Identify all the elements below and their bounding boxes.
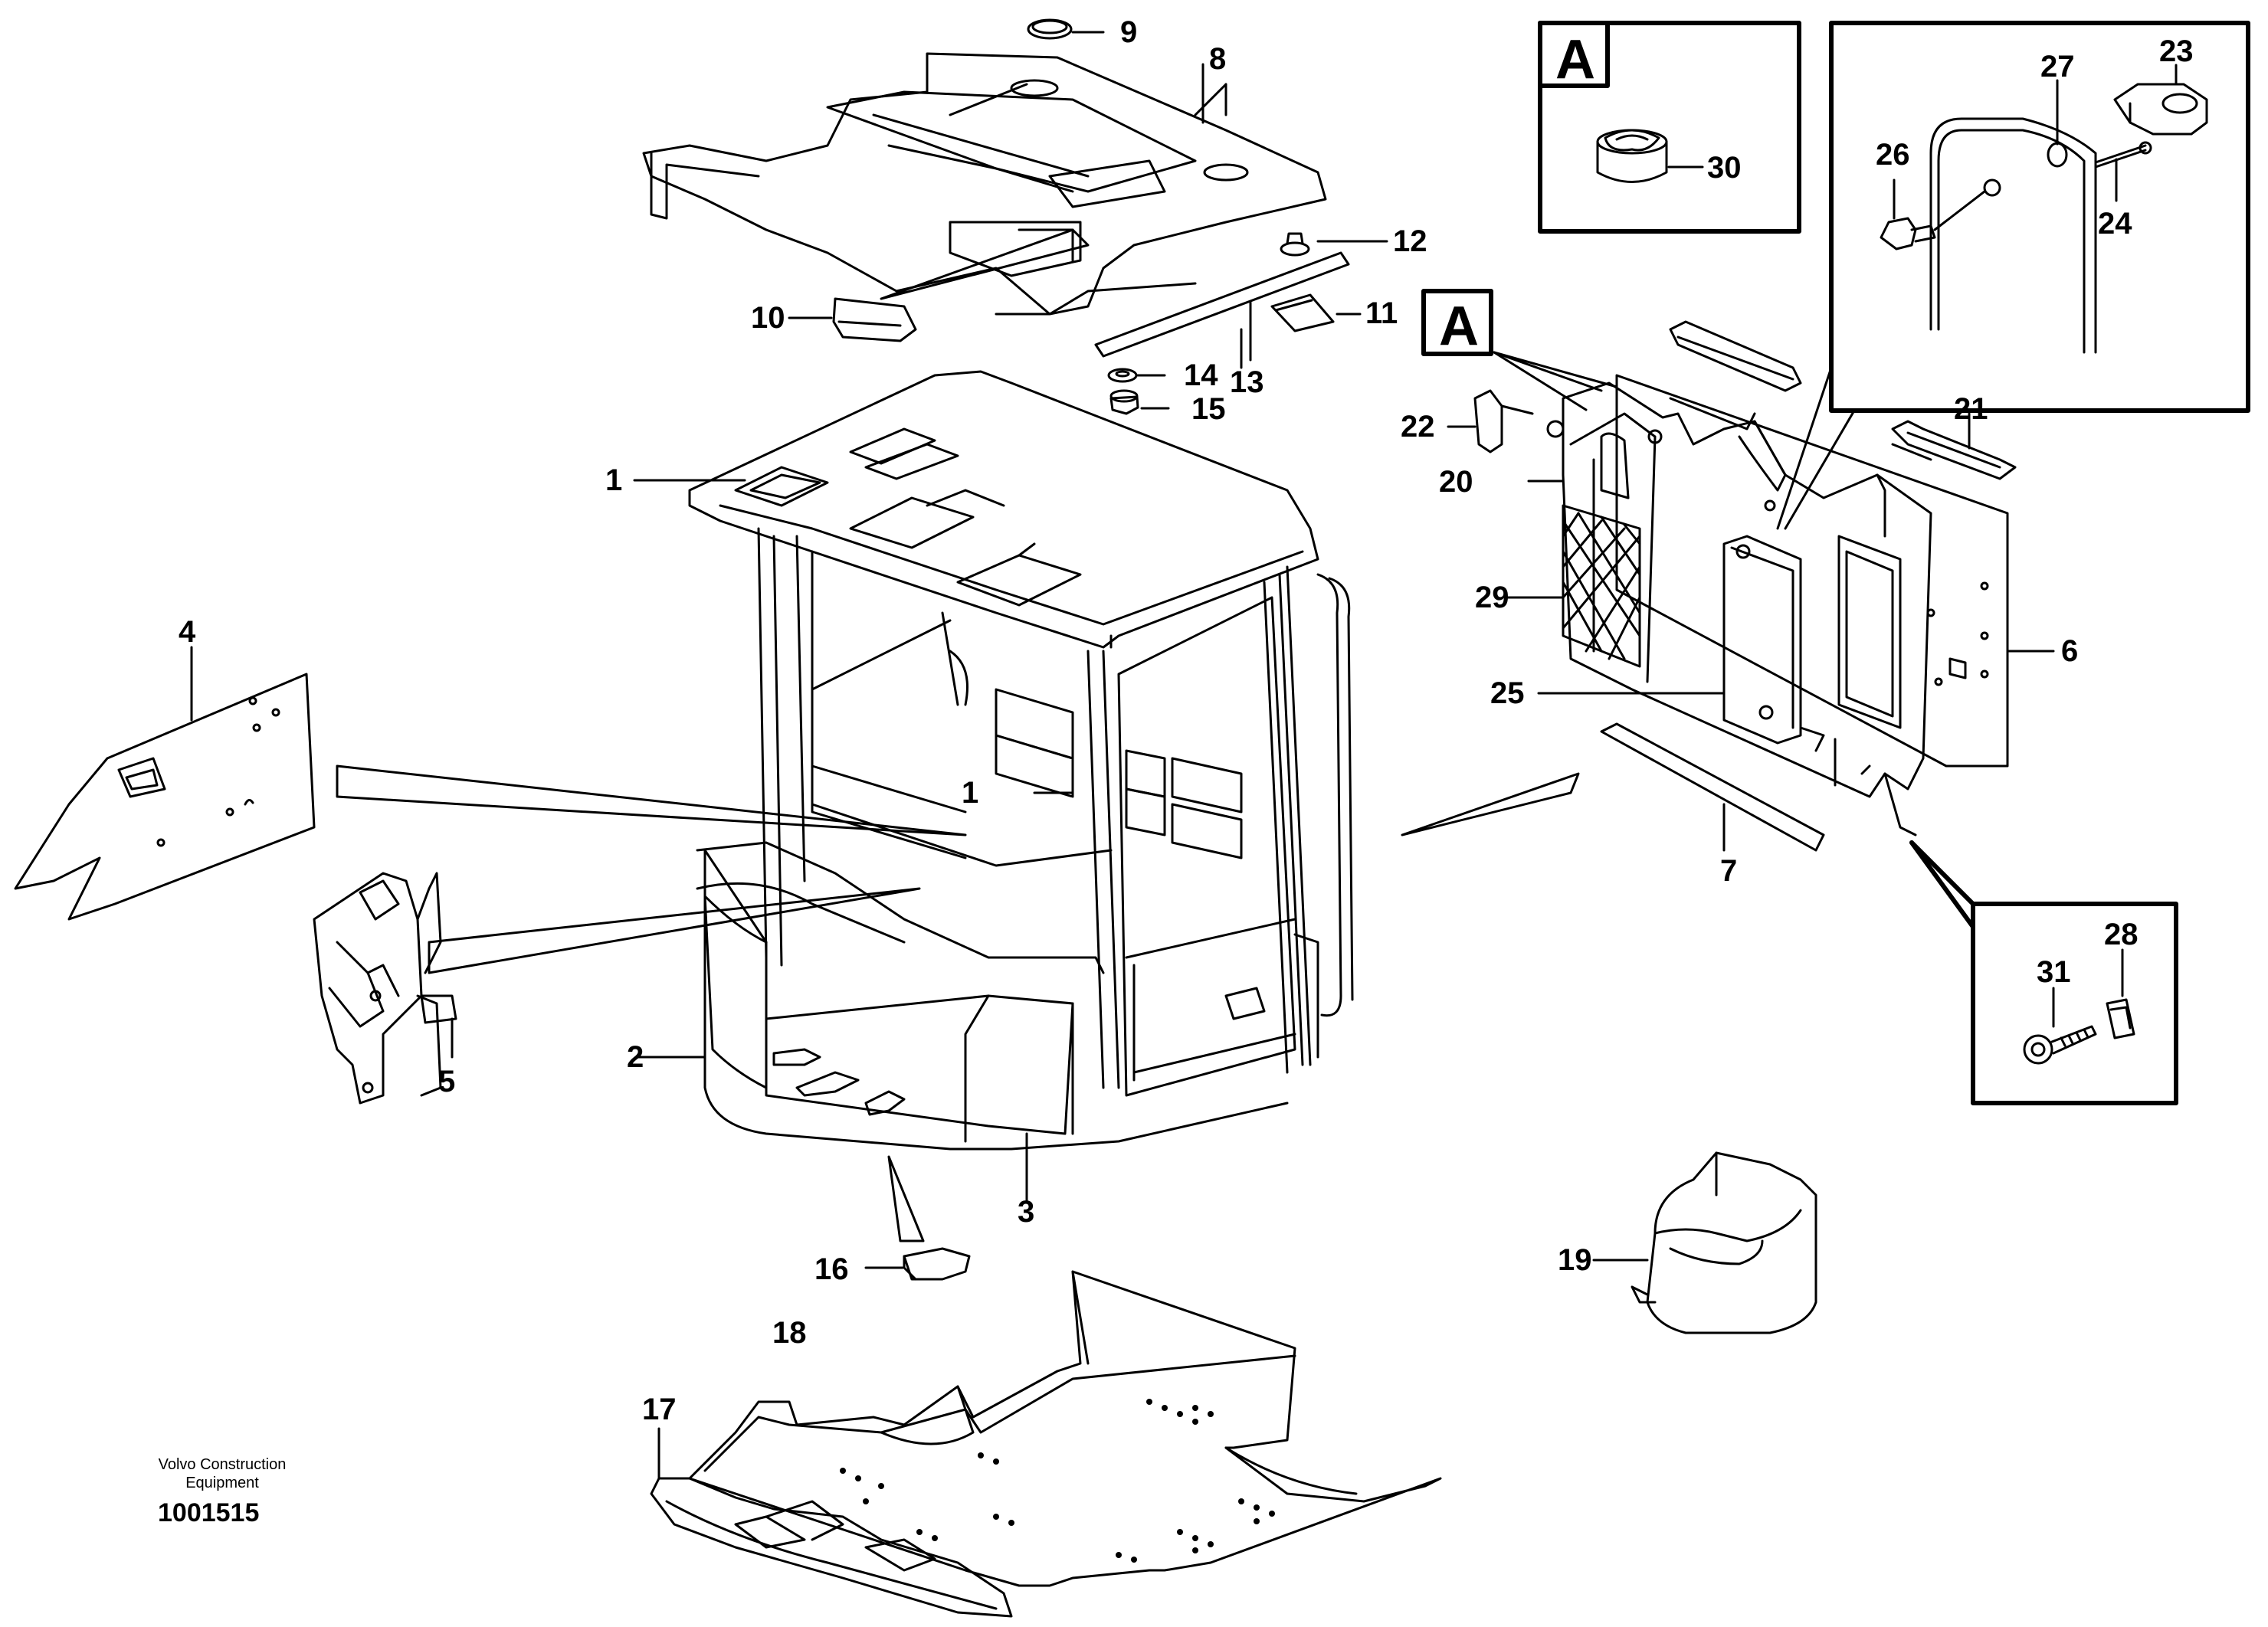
part-14-washer <box>1107 368 1166 383</box>
part-15-nut <box>1109 389 1170 415</box>
document-number: 1001515 <box>158 1498 260 1527</box>
part-9-cap <box>1027 18 1105 40</box>
pointer-wedge-5 <box>428 887 921 974</box>
part-20-main-panel <box>1527 381 1943 836</box>
label-16: 16 <box>814 1252 849 1286</box>
label-30: 30 <box>1707 151 1742 185</box>
pointer-wedge-16 <box>887 1155 925 1242</box>
label-17: 17 <box>642 1393 677 1426</box>
part-21-top-seal <box>1669 320 1802 392</box>
label-25: 25 <box>1490 676 1525 710</box>
label-31: 31 <box>2037 955 2071 989</box>
label-2: 2 <box>627 1040 644 1074</box>
part-29-mesh <box>1504 504 1641 668</box>
label-6: 6 <box>2061 634 2078 668</box>
label-21: 21 <box>1954 392 1988 426</box>
pointer-wedge-roof <box>880 228 1090 300</box>
part-11-pad <box>1270 293 1362 332</box>
label-11: 11 <box>1365 296 1398 330</box>
label-10: 10 <box>751 301 785 335</box>
part-4-side-panel <box>14 657 316 921</box>
label-19: 19 <box>1558 1243 1592 1277</box>
label-28: 28 <box>2104 918 2139 951</box>
part-8-roof-panel <box>642 52 1327 316</box>
detail-latch-inset <box>1776 21 2250 530</box>
part-10-clip <box>788 297 917 342</box>
label-1-window: 1 <box>962 776 978 810</box>
part-25-cover <box>1537 535 1802 745</box>
detail-a-inset-letter: A <box>1555 29 1595 90</box>
label-3: 3 <box>1018 1195 1034 1229</box>
part-17-step-plate <box>650 1427 1013 1618</box>
part-6-rear-panel <box>1615 374 2055 768</box>
part-16-plate <box>864 1247 971 1281</box>
label-8: 8 <box>1209 42 1226 76</box>
label-9: 9 <box>1120 15 1137 49</box>
part-12-fastener <box>1280 232 1388 257</box>
part-19-cup-holder <box>1592 1151 1817 1334</box>
callout-numbers: 1 1 2 3 4 5 6 7 8 9 10 11 12 13 14 15 16… <box>179 15 2194 1426</box>
label-12: 12 <box>1393 224 1427 258</box>
label-23: 23 <box>2159 34 2194 68</box>
label-27: 27 <box>2040 50 2075 83</box>
detail-a-inset <box>1538 21 1801 234</box>
detail-a-callout-leader <box>1493 351 1618 411</box>
label-14: 14 <box>1184 358 1218 392</box>
label-15: 15 <box>1191 392 1226 426</box>
credit-line-2: Equipment <box>185 1475 259 1491</box>
leaders-part-1 <box>633 479 1074 1204</box>
label-22: 22 <box>1401 410 1435 444</box>
detail-a-callout-box <box>1421 289 1493 356</box>
label-20: 20 <box>1439 465 1473 499</box>
label-29: 29 <box>1475 581 1509 614</box>
label-24: 24 <box>2098 207 2132 241</box>
part-21-seal <box>1891 412 2017 480</box>
part-22-bracket <box>1447 389 1534 453</box>
label-5: 5 <box>438 1065 455 1098</box>
label-1-roof: 1 <box>605 463 622 497</box>
label-4: 4 <box>179 615 196 649</box>
publisher-credit: Volvo Construction Equipment <box>138 1455 306 1492</box>
detail-a-callout-letter: A <box>1439 296 1479 357</box>
pointer-wedge-4 <box>336 764 967 836</box>
pointer-wedge-rear <box>1401 772 1580 836</box>
cab-frame <box>688 370 1354 1151</box>
part-18-floor-mat <box>688 1270 1442 1587</box>
label-7: 7 <box>1720 854 1737 888</box>
label-26: 26 <box>1876 138 1910 172</box>
detail-screw-inset <box>1909 840 2178 1105</box>
leader-lines <box>190 63 1837 787</box>
part-7-strip <box>1600 722 1825 852</box>
part-13-strip <box>1094 251 1350 362</box>
label-13: 13 <box>1230 365 1264 399</box>
part-5-bracket <box>313 872 457 1105</box>
credit-line-1: Volvo Construction <box>158 1456 287 1473</box>
label-18: 18 <box>772 1316 807 1350</box>
